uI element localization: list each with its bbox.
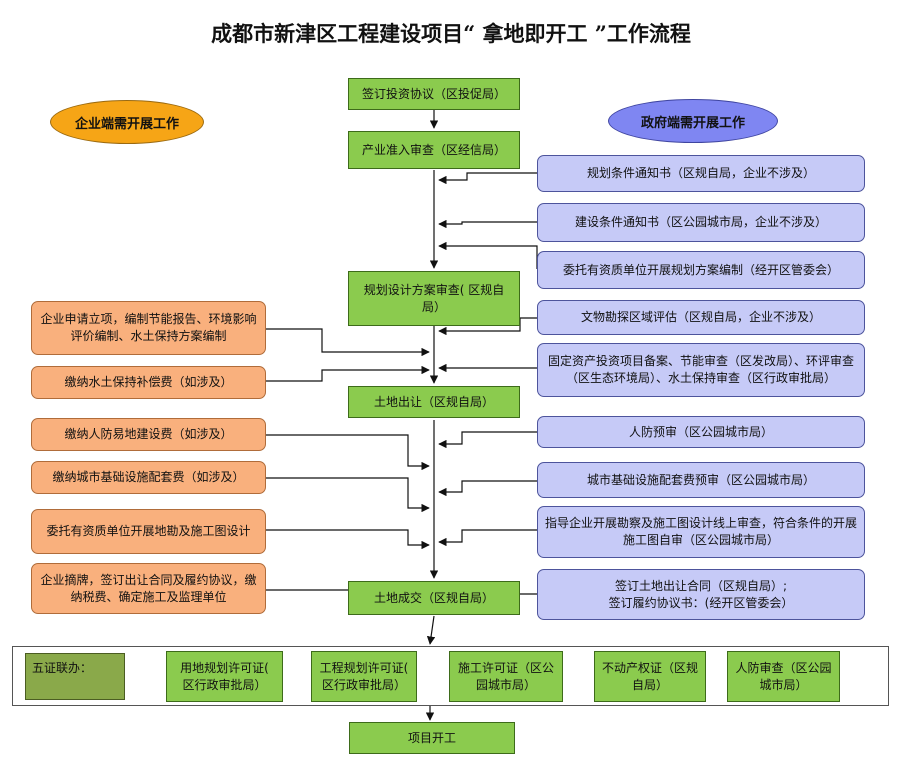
gov-sign-performance-agreement: 签订履约协议书：(经开区管委会） (608, 595, 794, 610)
page-title: 成都市新津区工程建设项目“ 拿地即开工 ”工作流程 (211, 21, 691, 46)
step-land-deal: 土地成交（区规自局） (348, 581, 520, 615)
government-side-label: 政府端需开展工作 (608, 99, 778, 143)
step-industry-access-review: 产业准入审查（区经信局） (348, 131, 520, 169)
enterprise-side-label: 企业端需开展工作 (50, 100, 204, 144)
gov-planning-conditions-notice: 规划条件通知书（区规自局，企业不涉及） (537, 155, 865, 192)
ent-infrastructure-fee: 缴纳城市基础设施配套费（如涉及） (31, 461, 266, 494)
cert-real-estate-title: 不动产权证（区规自局） (594, 651, 706, 702)
step-project-start: 项目开工 (349, 722, 515, 754)
ent-project-application: 企业申请立项，编制节能报告、环境影响评价编制、水土保持方案编制 (31, 301, 266, 355)
five-certificates-panel (12, 646, 889, 706)
gov-sign-land-contract: 签订土地出让合同（区规自局）; (614, 578, 788, 593)
five-certificates-label: 五证联办： (25, 653, 125, 700)
gov-civil-defense-pre-review: 人防预审（区公园城市局） (537, 416, 865, 448)
gov-cultural-relics-survey: 文物勘探区域评估（区规自局，企业不涉及） (537, 300, 865, 335)
ent-civil-defense-fee: 缴纳人防易地建设费（如涉及） (31, 418, 266, 451)
gov-construction-drawing-guidance: 指导企业开展勘察及施工图设计线上审查，符合条件的开展施工图自审（区公园城市局） (537, 506, 865, 558)
gov-investment-filing-review: 固定资产投资项目备案、节能审查（区发改局）、环评审查（区生态环境局）、水土保持审… (537, 343, 865, 397)
ent-bid-and-sign: 企业摘牌，签订出让合同及履约协议，缴纳税费、确定施工及监理单位 (31, 563, 266, 614)
gov-construction-conditions-notice: 建设条件通知书（区公园城市局，企业不涉及） (537, 203, 865, 242)
ent-survey-design-commission: 委托有资质单位开展地勘及施工图设计 (31, 509, 266, 554)
cert-civil-defense-review: 人防审查（区公园城市局） (727, 651, 840, 702)
gov-planning-scheme-commission: 委托有资质单位开展规划方案编制（经开区管委会） (537, 251, 865, 289)
cert-land-use-planning-permit: 用地规划许可证( 区行政审批局） (166, 651, 283, 702)
gov-infrastructure-fee-pre-review: 城市基础设施配套费预审（区公园城市局） (537, 462, 865, 498)
ent-soil-conservation-fee: 缴纳水土保持补偿费（如涉及） (31, 366, 266, 399)
gov-sign-contracts: 签订土地出让合同（区规自局）; 签订履约协议书：(经开区管委会） (537, 569, 865, 620)
cert-engineering-planning-permit: 工程规划许可证( 区行政审批局） (311, 651, 417, 702)
step-planning-design-review: 规划设计方案审查( 区规自局） (348, 271, 520, 326)
step-sign-investment-agreement: 签订投资协议（区投促局） (348, 78, 520, 110)
step-land-transfer: 土地出让（区规自局） (348, 386, 520, 418)
cert-construction-permit: 施工许可证（区公园城市局） (449, 651, 563, 702)
